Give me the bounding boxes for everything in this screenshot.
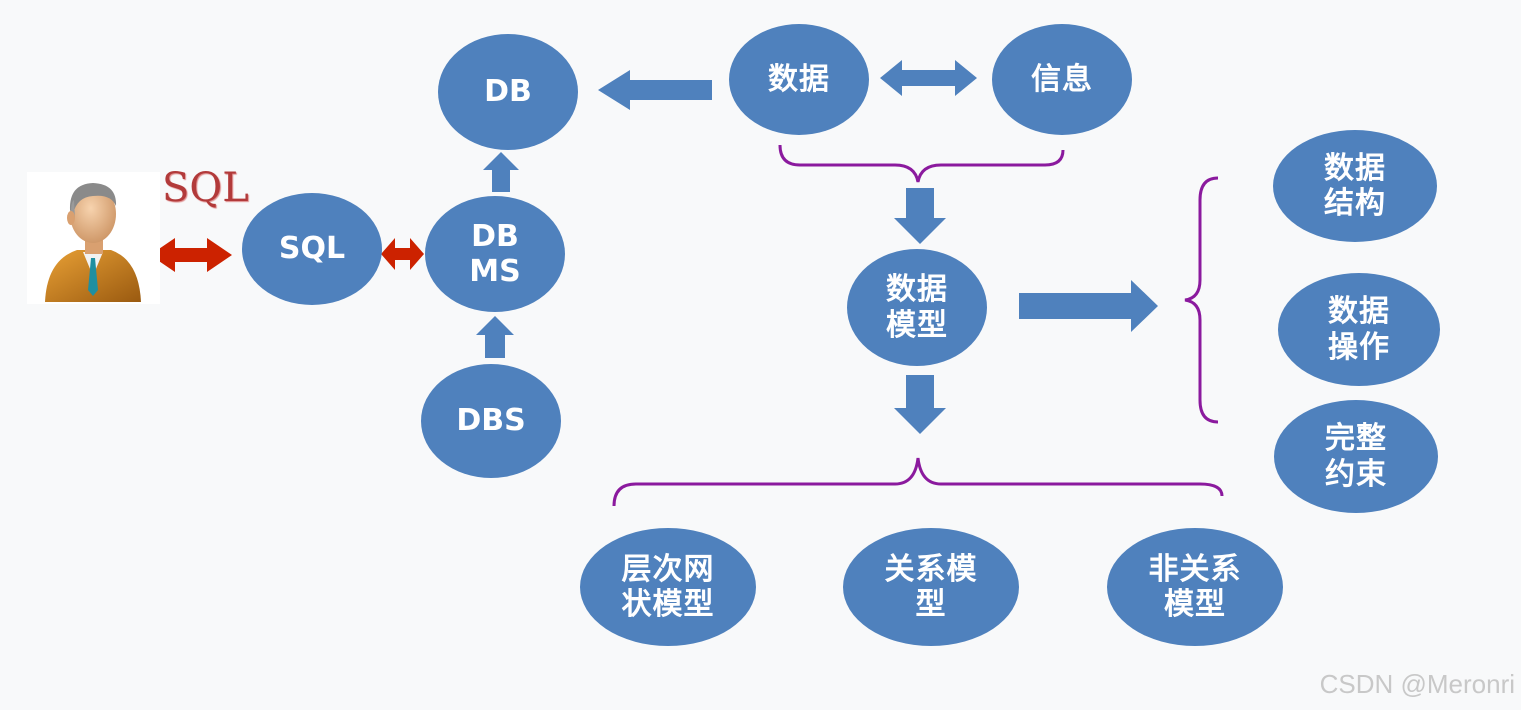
sql-caption: SQL xyxy=(162,165,249,211)
node-data-operation-label-line2: 操作 xyxy=(1328,329,1390,365)
node-data-model-label-line1: 数据 xyxy=(886,272,948,308)
arrow-model-to-types xyxy=(894,375,946,434)
node-info-label: 信息 xyxy=(1031,61,1093,97)
node-integrity-constraint: 完整 约束 xyxy=(1274,400,1438,513)
node-hierarchical-network-model: 层次网 状模型 xyxy=(580,528,756,646)
node-dbs: DBS xyxy=(421,364,561,478)
node-db: DB xyxy=(438,34,578,150)
node-non-relational-label-line1: 非关系 xyxy=(1148,551,1242,587)
node-data-label: 数据 xyxy=(768,61,830,97)
node-dbms-label-line2: MS xyxy=(469,254,521,289)
node-integrity-constraint-label-line2: 约束 xyxy=(1325,456,1387,492)
node-data-structure-label-line2: 结构 xyxy=(1324,186,1386,221)
brace-components xyxy=(1184,176,1219,424)
node-relational-model: 关系模 型 xyxy=(843,528,1019,646)
node-dbs-label: DBS xyxy=(456,403,526,439)
arrow-dbms-to-db xyxy=(483,152,519,192)
watermark: CSDN @Meronri xyxy=(1319,669,1515,699)
node-data-operation-label-line1: 数据 xyxy=(1328,294,1390,330)
node-relational-label-line2: 型 xyxy=(915,587,947,622)
arrow-user-sql xyxy=(150,238,232,272)
node-db-label: DB xyxy=(484,74,532,110)
node-data: 数据 xyxy=(729,24,869,135)
arrow-dbs-to-dbms xyxy=(476,316,514,358)
node-data-structure-label-line1: 数据 xyxy=(1324,150,1386,186)
arrow-to-data-model xyxy=(894,188,946,244)
brace-model-types xyxy=(612,457,1224,507)
node-non-relational-label-line2: 模型 xyxy=(1164,587,1226,622)
arrow-data-to-db xyxy=(598,70,712,110)
node-data-operation: 数据 操作 xyxy=(1278,273,1440,386)
node-sql: SQL xyxy=(242,193,382,305)
node-data-model-label-line2: 模型 xyxy=(886,307,948,343)
user-icon-box xyxy=(27,172,160,304)
node-data-model: 数据 模型 xyxy=(847,249,987,366)
node-relational-label-line1: 关系模 xyxy=(884,551,978,587)
node-hierarchical-network-label-line1: 层次网 xyxy=(621,551,715,587)
node-data-structure: 数据 结构 xyxy=(1273,130,1437,242)
arrow-model-to-components xyxy=(1019,280,1158,332)
businessman-user-icon xyxy=(45,183,141,302)
arrow-sql-dbms xyxy=(381,238,424,270)
node-non-relational-model: 非关系 模型 xyxy=(1107,528,1283,646)
node-hierarchical-network-label-line2: 状模型 xyxy=(621,587,715,622)
node-sql-label: SQL xyxy=(278,231,346,267)
brace-data-info xyxy=(778,144,1065,183)
node-info: 信息 xyxy=(992,24,1132,135)
node-dbms-label-line1: DB xyxy=(471,218,519,254)
node-dbms: DB MS xyxy=(425,196,565,312)
node-integrity-constraint-label-line1: 完整 xyxy=(1325,421,1387,457)
arrow-data-info xyxy=(880,60,977,96)
